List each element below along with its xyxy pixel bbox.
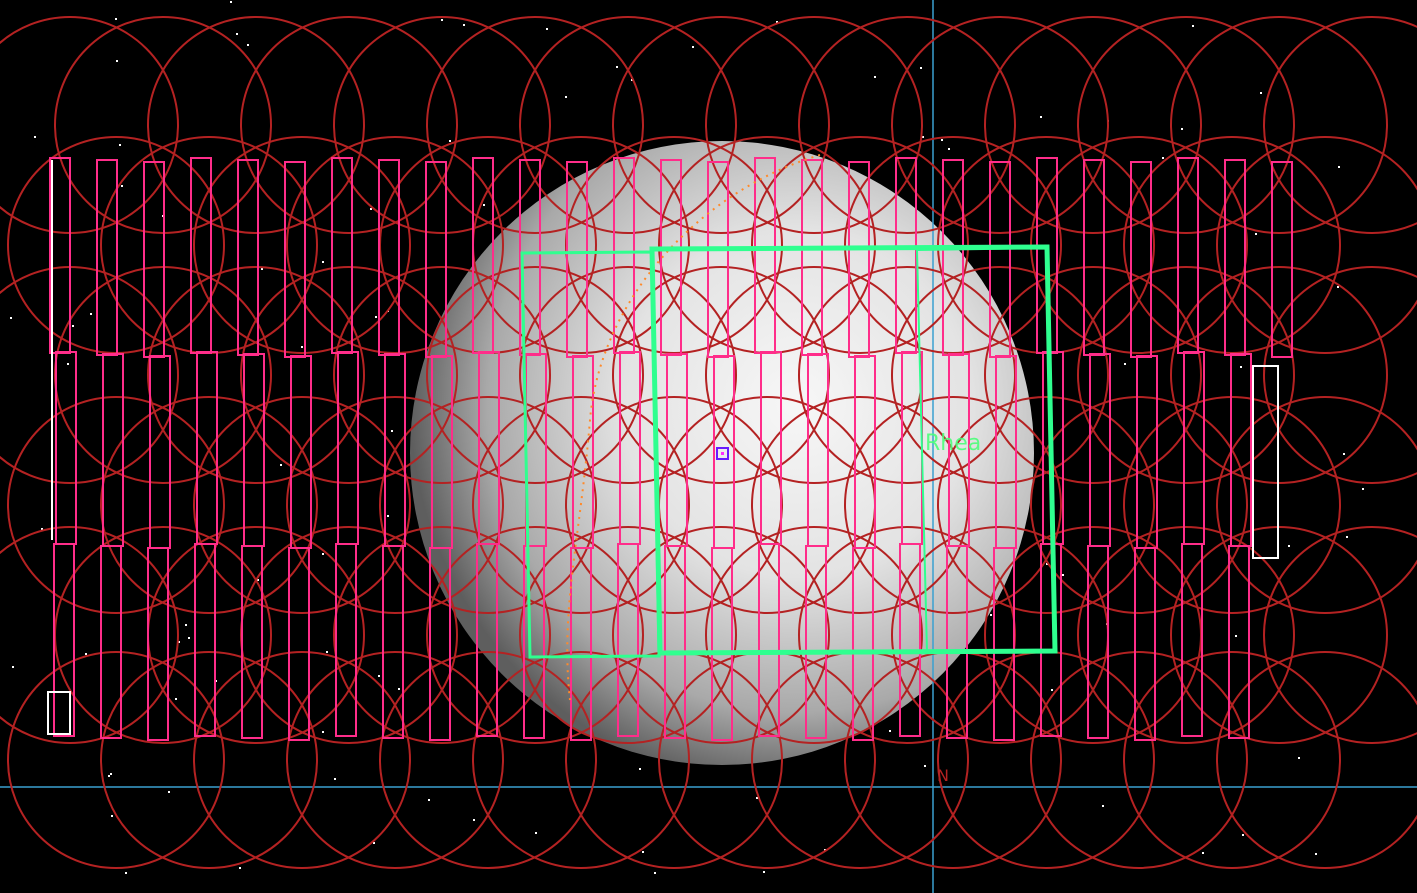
star — [110, 773, 112, 775]
star — [1051, 689, 1053, 691]
star — [119, 144, 121, 146]
crosshair-tick-label: N — [937, 766, 949, 785]
star — [185, 624, 187, 626]
target-label: Rhea — [925, 431, 981, 456]
star — [322, 261, 324, 263]
star — [387, 515, 389, 517]
star — [280, 464, 282, 466]
star — [565, 96, 567, 98]
star — [322, 553, 324, 555]
star — [125, 872, 127, 874]
star — [398, 688, 400, 690]
star — [230, 1, 232, 3]
star — [948, 148, 950, 150]
star — [1260, 92, 1262, 94]
star — [1343, 453, 1345, 455]
star — [90, 313, 92, 315]
star — [322, 731, 324, 733]
star — [763, 871, 765, 873]
star — [168, 791, 170, 793]
star — [1315, 853, 1317, 855]
star — [375, 316, 377, 318]
star — [428, 799, 430, 801]
star — [247, 44, 249, 46]
star — [1240, 366, 1242, 368]
star — [12, 666, 14, 668]
star — [378, 675, 380, 677]
star — [1162, 157, 1164, 159]
star — [1338, 166, 1340, 168]
star — [121, 185, 123, 187]
star — [301, 346, 303, 348]
star — [924, 765, 926, 767]
star — [108, 775, 110, 777]
star — [10, 317, 12, 319]
star — [874, 76, 876, 78]
star — [1181, 128, 1183, 130]
star — [236, 33, 238, 35]
star — [449, 140, 451, 142]
star — [1255, 233, 1257, 235]
star — [1337, 286, 1339, 288]
star — [188, 637, 190, 639]
star — [535, 832, 537, 834]
star — [72, 325, 74, 327]
star — [1346, 536, 1348, 538]
star — [642, 851, 644, 853]
star — [1102, 805, 1104, 807]
star — [920, 67, 922, 69]
star — [1124, 363, 1126, 365]
star — [334, 778, 336, 780]
star — [85, 653, 87, 655]
star — [115, 18, 117, 20]
star — [261, 268, 263, 270]
star — [990, 614, 992, 616]
star — [1192, 25, 1194, 27]
star — [1202, 852, 1204, 854]
star — [1040, 116, 1042, 118]
star — [239, 867, 241, 869]
star — [1362, 488, 1364, 490]
star — [1298, 757, 1300, 759]
star — [546, 28, 548, 30]
star — [175, 698, 177, 700]
star — [441, 19, 443, 21]
star — [34, 136, 36, 138]
star — [639, 768, 641, 770]
boresight-center-dot — [721, 452, 724, 455]
star — [941, 139, 943, 141]
star — [1062, 574, 1064, 576]
star — [1288, 545, 1290, 547]
star — [616, 66, 618, 68]
star — [483, 204, 485, 206]
star — [473, 819, 475, 821]
star — [654, 872, 656, 874]
star — [889, 730, 891, 732]
star — [463, 24, 465, 26]
star — [1235, 635, 1237, 637]
star — [111, 815, 113, 817]
star — [391, 430, 393, 432]
star — [1242, 834, 1244, 836]
star — [116, 60, 118, 62]
star — [326, 651, 328, 653]
star — [67, 363, 69, 365]
star — [692, 46, 694, 48]
